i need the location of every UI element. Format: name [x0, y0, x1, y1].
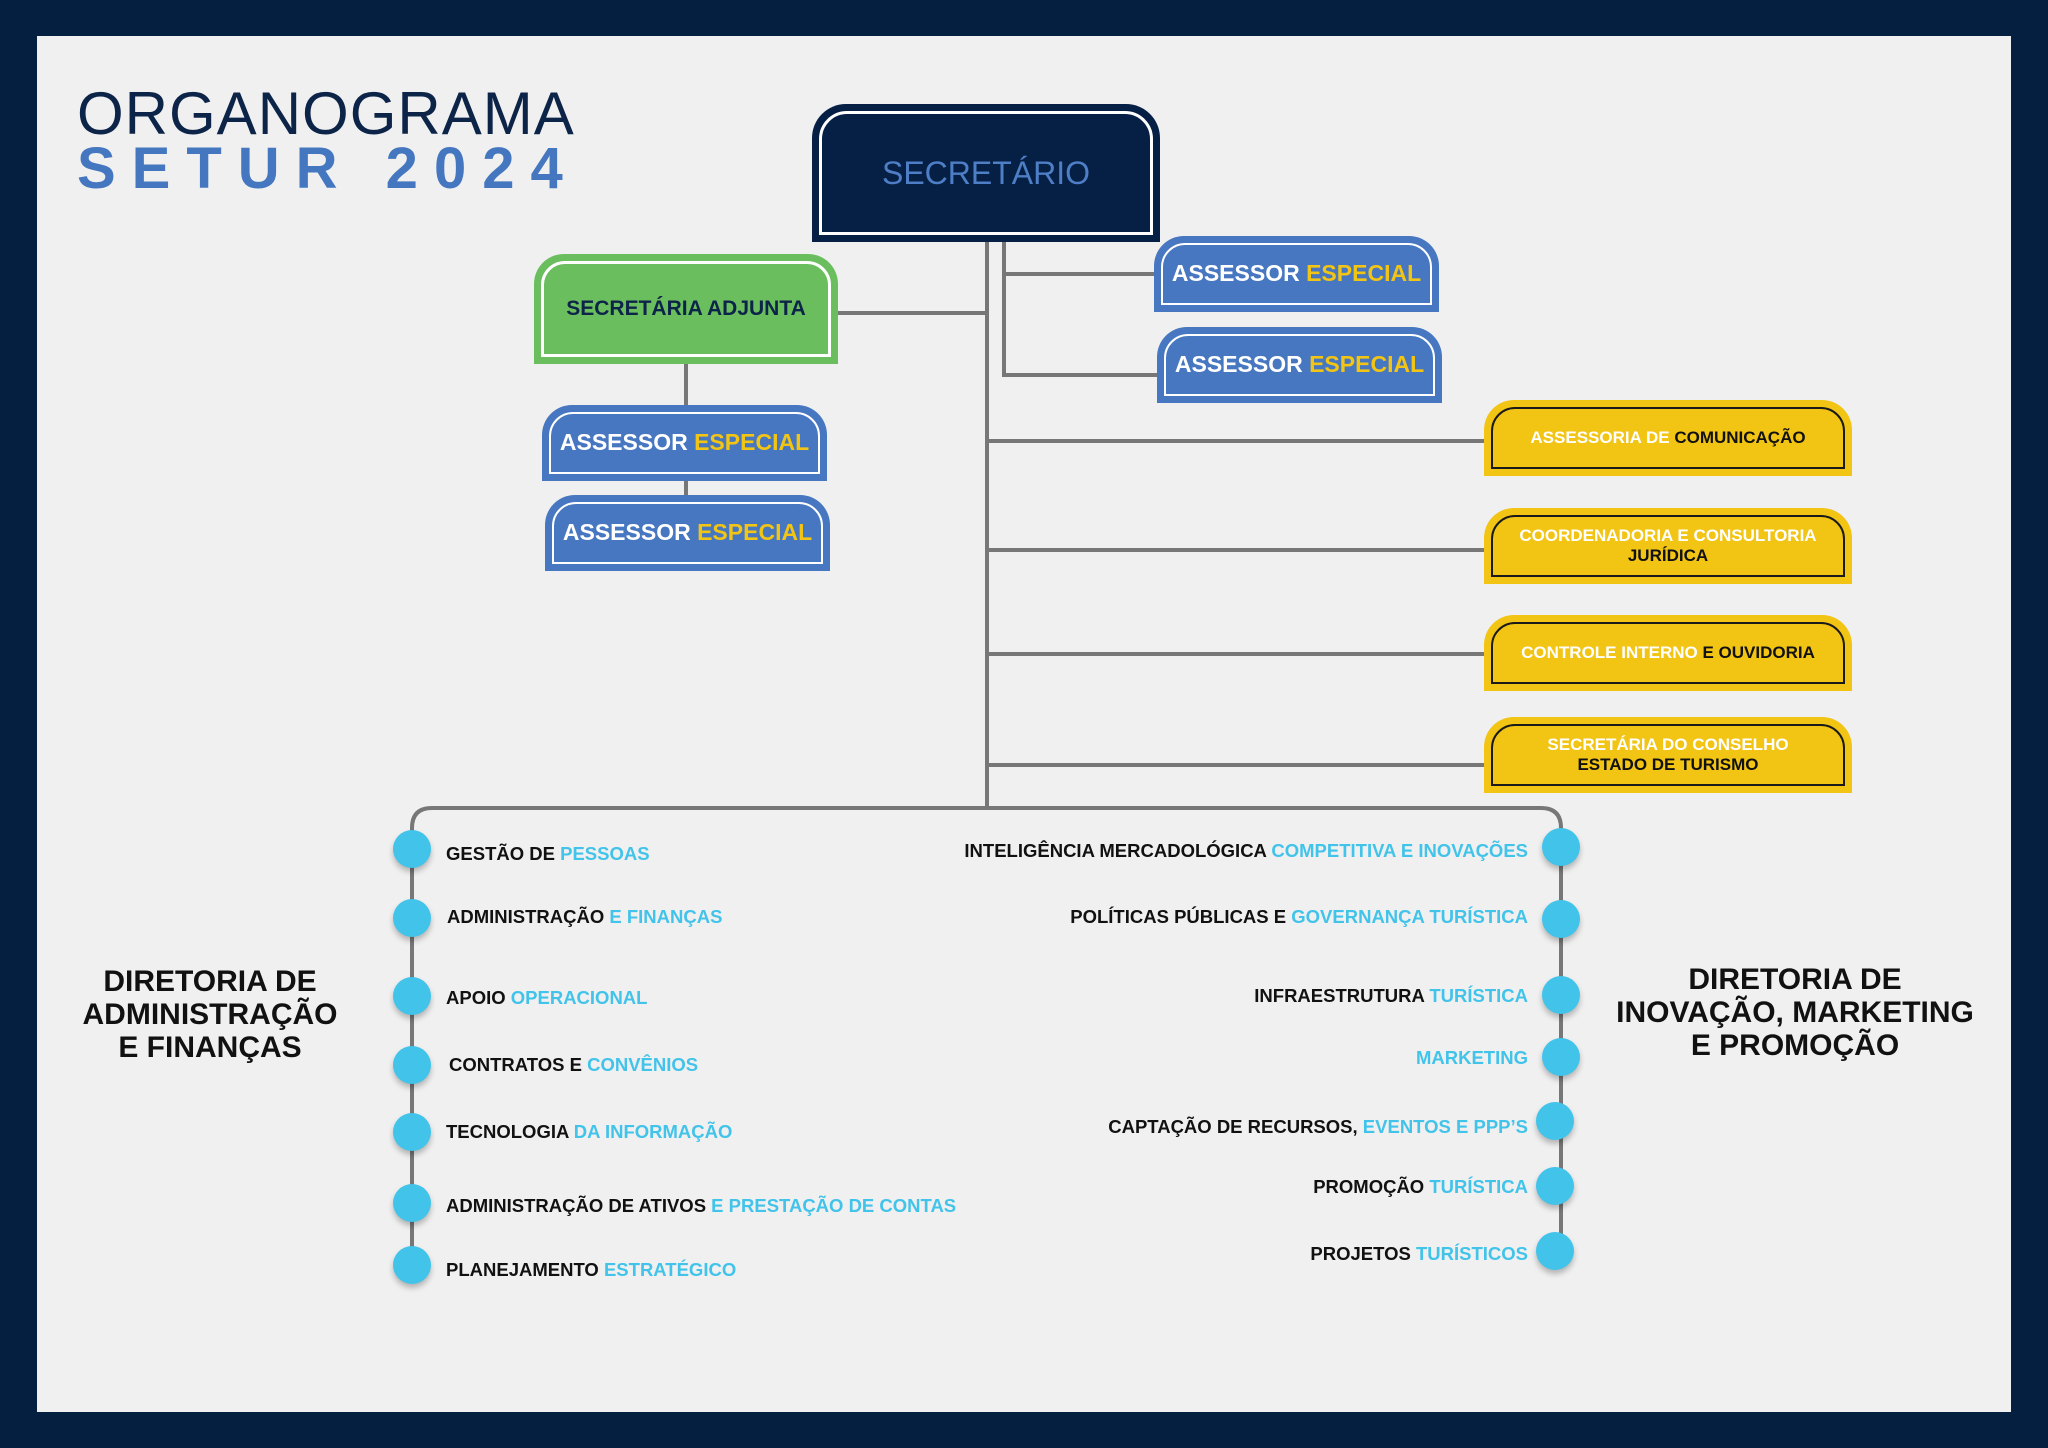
bullet-dot [393, 830, 431, 868]
diretoria-title-line: DIRETORIA DE [1688, 963, 1902, 996]
assessor-label: ASSESSOR ESPECIAL [1174, 351, 1425, 378]
item-marketing: MARKETING [1415, 1047, 1528, 1068]
bullet-dot [393, 977, 431, 1015]
diretoria-title-line: E FINANÇAS [118, 1031, 302, 1064]
connector-diretorias [410, 806, 1563, 1280]
item-infraestrutura-turistica: INFRAESTRUTURA TURÍSTICA [1254, 985, 1528, 1006]
assessor-box-border [549, 412, 820, 474]
diretoria-title-line: E PROMOÇÃO [1690, 1029, 1900, 1062]
item-inteligencia-mercadologica: INTELIGÊNCIA MERCADOLÓGICA COMPETITIVA E… [964, 840, 1528, 861]
item-tecnologia-informacao: TECNOLOGIA DA INFORMAÇÃO [446, 1121, 733, 1142]
assessoria-box-border [1491, 407, 1845, 469]
item-apoio-operacional: APOIO OPERACIONAL [446, 987, 648, 1008]
bullet-dot [393, 1113, 431, 1151]
assessor-label: ASSESSOR ESPECIAL [562, 519, 813, 546]
diretoria-title-line: DIRETORIA DE [103, 965, 317, 998]
assessoria-comunicacao-label: ASSESSORIA DE COMUNICAÇÃO [1530, 427, 1806, 447]
title-organograma: ORGANOGRAMA [77, 80, 575, 147]
diretoria-administracao-title: DIRETORIA DE ADMINISTRAÇÃO E FINANÇAS [70, 965, 350, 1064]
item-administracao-financas: ADMINISTRAÇÃO E FINANÇAS [447, 906, 723, 927]
diretoria-title-line: ADMINISTRAÇÃO [82, 998, 338, 1031]
bullet-dot [1536, 1102, 1574, 1140]
secretario-box: SECRETÁRIO [812, 104, 1160, 242]
controle-interno-label: CONTROLE INTERNO E OUVIDORIA [1521, 642, 1815, 662]
secretario-box-border [819, 111, 1153, 235]
connector-assessor-right [1002, 242, 1158, 377]
assessor-label: ASSESSOR ESPECIAL [559, 429, 810, 456]
item-gestao-pessoas: GESTÃO DE PESSOAS [446, 843, 650, 864]
bullet-dot [1542, 900, 1580, 938]
controle-interno-box: CONTROLE INTERNO E OUVIDORIA [1484, 615, 1852, 691]
connector-assessorias [987, 439, 1484, 767]
assessoria-comunicacao-box: ASSESSORIA DE COMUNICAÇÃO [1484, 400, 1852, 476]
bullet-dot [1542, 828, 1580, 866]
bullet-dot [393, 1246, 431, 1284]
item-politicas-publicas: POLÍTICAS PÚBLICAS E GOVERNANÇA TURÍSTIC… [1070, 906, 1528, 927]
assessoria-box-border [1491, 622, 1845, 684]
diretoria-title-line: INOVAÇÃO, MARKETING [1616, 996, 1974, 1029]
assessor-especial-box-3: ASSESSOR ESPECIAL [542, 405, 827, 481]
bullet-dot [1542, 976, 1580, 1014]
secretario-label: SECRETÁRIO [881, 154, 1091, 191]
item-projetos-turisticos: PROJETOS TURÍSTICOS [1310, 1243, 1528, 1264]
assessor-especial-box-4: ASSESSOR ESPECIAL [545, 495, 830, 571]
secretaria-adjunta-box-border [541, 261, 831, 357]
assessoria-box-border [1491, 515, 1845, 577]
assessor-especial-box-2: ASSESSOR ESPECIAL [1157, 327, 1442, 403]
bullet-dot [1542, 1038, 1580, 1076]
item-captacao-recursos: CAPTAÇÃO DE RECURSOS, EVENTOS E PPP’S [1108, 1116, 1528, 1137]
bullet-dot [1536, 1232, 1574, 1270]
diretoria-inovacao-title: DIRETORIA DE INOVAÇÃO, MARKETING E PROMO… [1590, 963, 2000, 1062]
title-setur-2024: SETUR 2024 [77, 136, 579, 201]
secretaria-adjunta-box: SECRETÁRIA ADJUNTA [534, 254, 838, 364]
item-promocao-turistica: PROMOÇÃO TURÍSTICA [1313, 1176, 1528, 1197]
assessor-box-border [1164, 334, 1435, 396]
assessor-label: ASSESSOR ESPECIAL [1171, 260, 1422, 287]
bullet-dot [393, 1046, 431, 1084]
item-contratos-convenios: CONTRATOS E CONVÊNIOS [449, 1054, 699, 1075]
bullet-dot [393, 1184, 431, 1222]
item-administracao-ativos: ADMINISTRAÇÃO DE ATIVOS E PRESTAÇÃO DE C… [446, 1195, 957, 1216]
bullet-dot [1536, 1167, 1574, 1205]
assessor-box-border [552, 502, 823, 564]
assessoria-box-border [1491, 724, 1845, 786]
bullet-dot [393, 899, 431, 937]
secretaria-adjunta-label: SECRETÁRIA ADJUNTA [566, 297, 806, 321]
item-planejamento-estrategico: PLANEJAMENTO ESTRATÉGICO [446, 1259, 737, 1280]
assessor-box-border [1161, 243, 1432, 305]
assessor-especial-box-1: ASSESSOR ESPECIAL [1154, 236, 1439, 312]
